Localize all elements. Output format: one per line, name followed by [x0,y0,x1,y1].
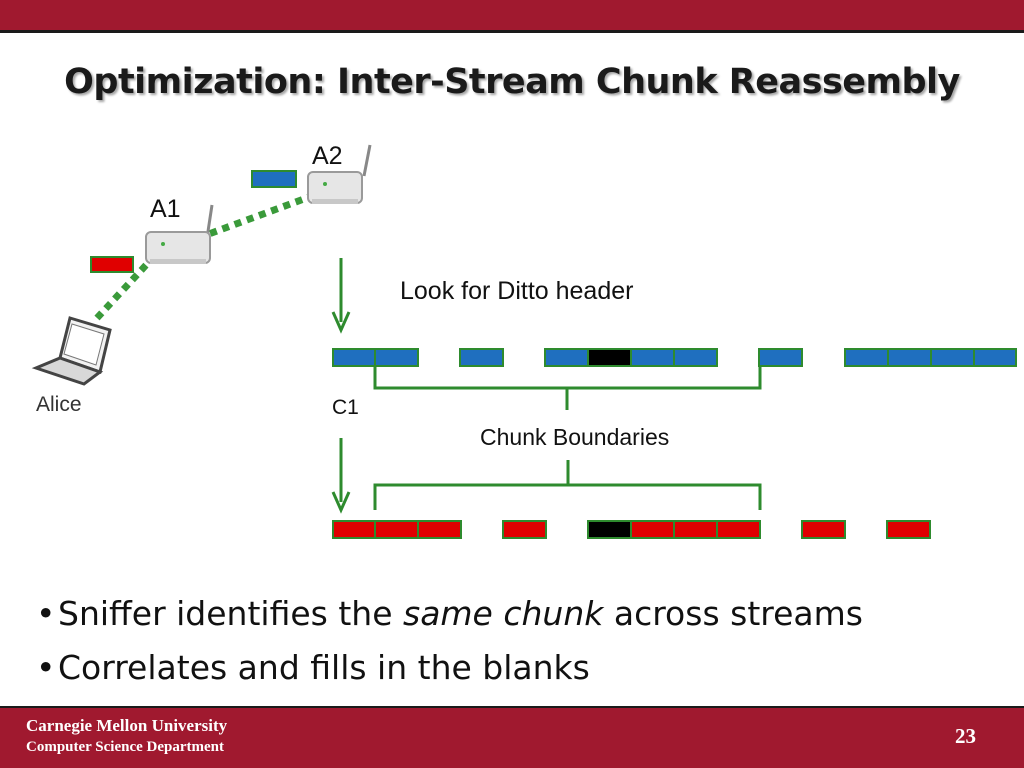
bullet-dot-icon: • [36,648,56,687]
laptop-icon [31,316,112,386]
wireless-ap-icon [307,144,372,204]
bullet-dot-icon: • [36,594,56,633]
footer-university: Carnegie Mellon University [26,716,228,735]
header-bar [0,0,1024,30]
header-divider [0,30,1024,33]
bullet-item: •Sniffer identifies the same chunk acros… [36,590,863,644]
down-arrow-icon [331,258,351,334]
bullet-item: •Correlates and fills in the blanks [36,644,863,698]
packet-blue [251,170,297,188]
ap-label-a1: A1 [150,195,181,223]
ditto-header-label: Look for Ditto header [400,277,634,305]
laptop-label-alice: Alice [36,393,82,416]
bracket-icon [373,483,762,510]
link-alice-a1 [94,247,163,321]
stream-label-c1: C1 [332,396,359,419]
bullet-list: •Sniffer identifies the same chunk acros… [36,590,863,698]
down-arrow-icon [331,438,351,514]
red-stream [332,520,931,539]
footer-divider [0,706,1024,709]
chunk-boundaries-label: Chunk Boundaries [480,424,670,450]
wireless-ap-icon [145,204,214,264]
page-number: 23 [955,724,976,748]
bracket-icon [373,366,762,390]
footer-bar [0,708,1024,768]
blue-stream [332,348,1017,367]
footer-department: Computer Science Department [26,739,225,755]
packet-red [90,256,134,273]
slide-title: Optimization: Inter-Stream Chunk Reassem… [64,62,960,102]
ap-label-a2: A2 [312,142,343,170]
link-a1-a2 [196,192,314,242]
